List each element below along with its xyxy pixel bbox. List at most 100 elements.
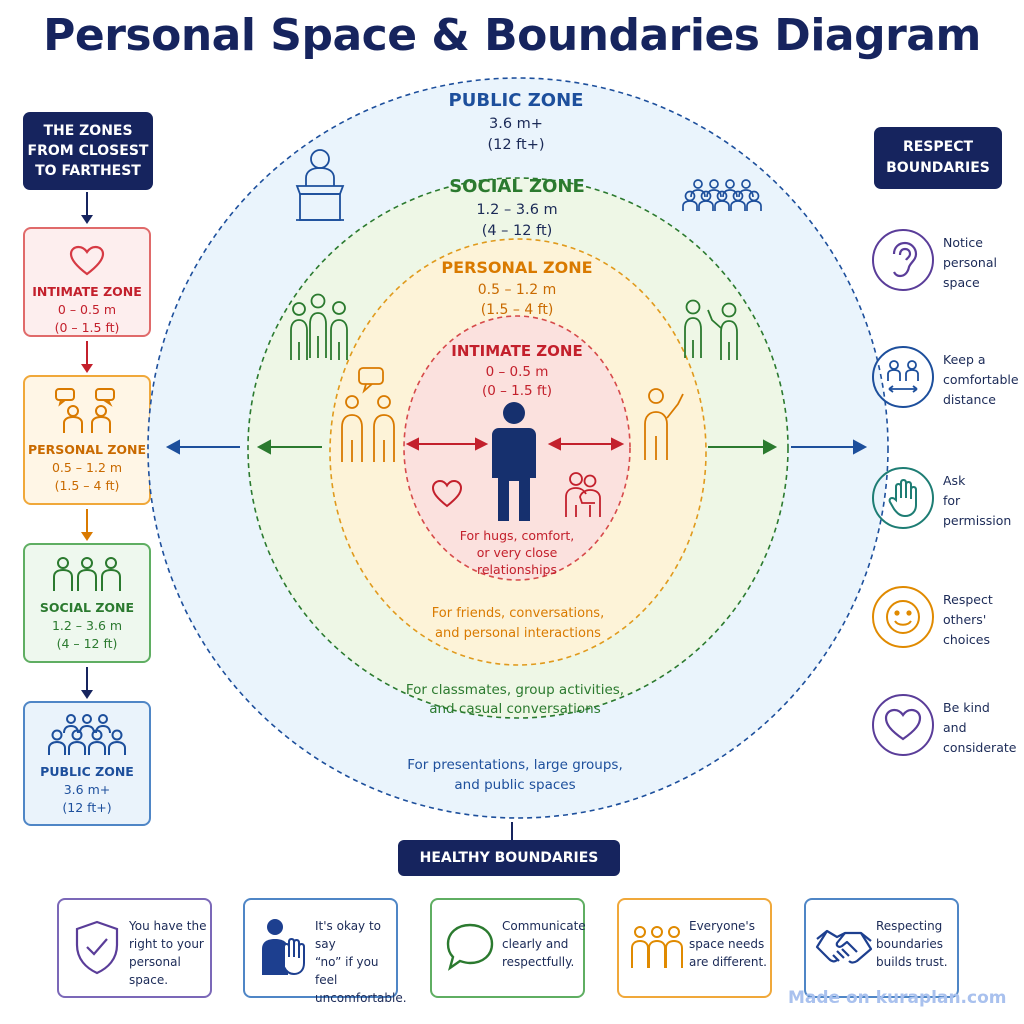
healthy-boundaries-header: HEALTHY BOUNDARIES <box>398 840 620 876</box>
public-zone-left-arrow <box>165 439 240 455</box>
tip-label-line: and <box>943 720 967 735</box>
public-zone-desc: and public spaces <box>454 777 575 793</box>
hb-card-okay-to-say-no: It's okay to say “no” if you feel uncomf… <box>243 898 407 1005</box>
zones-header-line: THE ZONES <box>43 123 133 139</box>
zone-card-imperial: (0 – 1.5 ft) <box>54 320 120 335</box>
raised-hand-icon <box>872 467 934 529</box>
crowd-icon <box>682 179 762 211</box>
hb-card-text: You have the right to your personal spac… <box>129 917 211 989</box>
center-person-icon <box>492 402 536 521</box>
hb-text-line: It's okay to say <box>315 919 382 951</box>
tip-label-line: personal <box>943 255 997 270</box>
zone-card-metric: 0.5 – 1.2 m <box>51 460 123 475</box>
zone-card-imperial: (12 ft+) <box>62 800 112 815</box>
tip-label-line: space <box>943 275 980 290</box>
zone-card-name: SOCIAL ZONE <box>39 600 135 615</box>
social-zone-left-arrow <box>256 439 322 455</box>
tip-label: Respect others' choices <box>943 590 1023 650</box>
respect-header-line: RESPECT <box>902 139 974 155</box>
smile-icon <box>872 586 934 648</box>
stop-hand-icon <box>253 912 313 982</box>
hb-card-space-needs: Everyone's space needs are different. <box>617 898 772 998</box>
hb-card-text: Respecting boundaries builds trust. <box>876 917 958 971</box>
tip-label: Keep a comfortable distance <box>943 350 1023 410</box>
group-icon <box>25 553 149 593</box>
zone-card-metric: 1.2 – 3.6 m <box>51 618 123 633</box>
hb-card-text: Everyone's space needs are different. <box>689 917 771 971</box>
healthy-boundaries-connectors <box>511 822 513 840</box>
zone-card-imperial: (4 – 12 ft) <box>56 636 118 651</box>
public-zone-imperial: (12 ft+) <box>487 137 544 153</box>
hb-text-line: Respecting <box>876 919 943 933</box>
hb-text-line: “no” if you feel <box>315 955 379 987</box>
crowd-icon <box>25 711 149 757</box>
shield-check-icon <box>67 912 127 982</box>
hb-text-line: You have the <box>129 919 207 933</box>
zones-header-line: TO FARTHEST <box>35 163 141 179</box>
hb-text-line: Everyone's <box>689 919 755 933</box>
page-title: Personal Space & Boundaries Diagram <box>43 10 981 61</box>
zone-card-metric: 0 – 0.5 m <box>57 302 117 317</box>
public-zone-desc: For presentations, large groups, <box>407 757 623 773</box>
tip-label-line: distance <box>943 392 996 407</box>
tip-label-line: Notice <box>943 235 983 250</box>
social-zone-imperial: (4 – 12 ft) <box>482 223 553 239</box>
personal-zone-desc: For friends, conversations, <box>432 606 604 621</box>
tip-label-line: Ask <box>943 473 966 488</box>
zone-card-metric: 3.6 m+ <box>63 782 111 797</box>
zone-card-personal: PERSONAL ZONE 0.5 – 1.2 m (1.5 – 4 ft) <box>23 375 151 505</box>
people-icon <box>627 912 687 982</box>
tip-be-kind: Be kind and considerate <box>872 694 1022 766</box>
hug-icon <box>565 472 601 517</box>
hb-card-right-to-space: You have the right to your personal spac… <box>57 898 212 998</box>
intimate-distance-arrow <box>405 437 625 451</box>
hb-text-line: builds trust. <box>876 955 948 969</box>
heart-icon <box>872 694 934 756</box>
social-zone-desc: and casual conversations <box>429 701 601 717</box>
down-arrow <box>81 192 93 224</box>
public-zone-title: PUBLIC ZONE <box>449 90 584 111</box>
heart-icon <box>25 237 149 277</box>
personal-zone-imperial: (1.5 – 4 ft) <box>481 302 554 318</box>
zones-header: THE ZONES FROM CLOSEST TO FARTHEST <box>23 112 153 190</box>
ear-icon <box>872 229 934 291</box>
hb-card-text: Communicate clearly and respectfully. <box>502 917 586 971</box>
tip-label: Ask for permission <box>943 471 1023 531</box>
down-arrow <box>81 509 93 541</box>
hb-text-line: boundaries <box>876 937 944 951</box>
group-icon <box>290 293 348 360</box>
zone-card-social: SOCIAL ZONE 1.2 – 3.6 m (4 – 12 ft) <box>23 543 151 663</box>
zones-diagram: PUBLIC ZONE 3.6 m+ (12 ft+) SOCIAL ZONE … <box>147 77 889 840</box>
zone-card-name: PERSONAL ZONE <box>27 442 147 457</box>
personal-zone-metric: 0.5 – 1.2 m <box>478 282 557 298</box>
podium-speaker-icon <box>295 149 345 221</box>
hb-card-builds-trust: Respecting boundaries builds trust. <box>804 898 959 998</box>
tip-label: Notice personal space <box>943 233 1023 293</box>
waving-person-icon <box>644 388 684 460</box>
tip-label-line: comfortable <box>943 372 1019 387</box>
social-zone-desc: For classmates, group activities, <box>406 682 624 698</box>
social-zone-title: SOCIAL ZONE <box>449 176 585 197</box>
hb-text-line: clearly and <box>502 937 569 951</box>
tip-label-line: choices <box>943 632 990 647</box>
hb-text-line: uncomfortable. <box>315 991 407 1005</box>
chatting-pair-icon <box>684 299 738 360</box>
zones-header-line: FROM CLOSEST <box>27 143 149 159</box>
intimate-zone-desc: or very close <box>477 545 558 560</box>
tip-respect-choices: Respect others' choices <box>872 586 1022 658</box>
conversation-icon <box>341 367 395 462</box>
watermark: Made on kuraplan.com <box>788 988 1007 1008</box>
hb-text-line: Communicate <box>502 919 586 933</box>
hb-text-line: personal <box>129 955 181 969</box>
social-zone-right-arrow <box>708 439 778 455</box>
distance-icon <box>872 346 934 408</box>
conversation-icon <box>25 385 149 435</box>
personal-zone-desc: and personal interactions <box>435 626 601 641</box>
intimate-zone-desc: For hugs, comfort, <box>460 528 575 543</box>
personal-zone-title: PERSONAL ZONE <box>441 258 592 277</box>
zone-card-intimate: INTIMATE ZONE 0 – 0.5 m (0 – 1.5 ft) <box>23 227 151 337</box>
hb-text-line: space needs <box>689 937 765 951</box>
speech-bubble-icon <box>440 912 500 982</box>
down-arrow <box>81 341 93 373</box>
hb-card-communicate: Communicate clearly and respectfully. <box>430 898 586 998</box>
